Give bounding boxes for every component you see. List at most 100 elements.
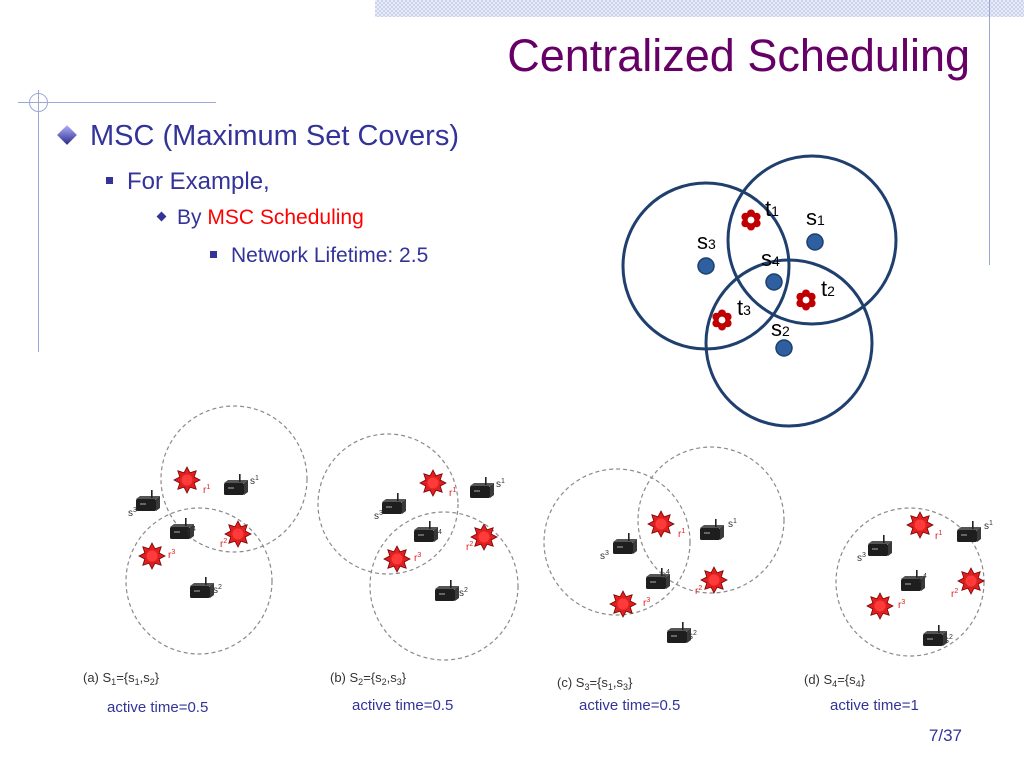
fig-label-s1: s1 [496, 478, 505, 490]
fig-label-r3: r3 [168, 549, 175, 561]
target-r1-icon [419, 469, 447, 497]
bullet-level-3: By MSC Scheduling [156, 206, 364, 230]
square-bullet-icon [210, 250, 217, 258]
cover-set-figures: s1 s2 s3 s4 r1 r2 r3 s1 s2 s3 s4 r1 r2 r… [83, 405, 993, 716]
target-r2-icon [224, 520, 252, 548]
target-r2-icon [957, 567, 985, 595]
fig-label-r2: r2 [695, 585, 702, 597]
target-t3-icon [712, 309, 732, 331]
small-diamond-bullet-icon [156, 211, 167, 222]
caption-a: (a) S1={s1,s2} [83, 670, 160, 687]
figure-b: s1 s2 s3 s4 r1 r2 r3 [317, 433, 519, 661]
figure-a: s1 s2 s3 s4 r1 r2 r3 [125, 405, 308, 655]
bullet-text-msc: MSC (Maximum Set Covers) [90, 120, 459, 152]
fig-label-s4: s4 [187, 526, 196, 538]
range-circle-b-s3 [317, 433, 459, 575]
label-s1: s1 [806, 205, 825, 230]
bullet-text-msc-scheduling: MSC Scheduling [207, 206, 364, 229]
label-t2: t2 [821, 276, 835, 301]
range-circle-a-s2 [125, 507, 273, 655]
target-r2-icon [470, 523, 498, 551]
figure-d: s1 s2 s3 s4 r1 r2 r3 [835, 507, 993, 657]
sensor-node-s2 [775, 339, 793, 357]
label-s3: s3 [697, 229, 716, 254]
sensor-device-s1-icon [700, 519, 724, 540]
caption-d: (d) S4={s4} [804, 672, 866, 689]
fig-label-s1: s1 [250, 475, 259, 487]
fig-label-r1: r1 [449, 487, 456, 499]
fig-label-r1: r1 [678, 528, 685, 540]
target-r3-icon [866, 592, 894, 620]
label-s2: s2 [771, 316, 790, 341]
fig-label-s2: s2 [944, 634, 953, 646]
fig-label-s2: s2 [459, 587, 468, 599]
fig-label-s4: s4 [433, 529, 442, 541]
fig-label-r3: r3 [414, 552, 421, 564]
fig-label-r1: r1 [935, 530, 942, 542]
label-s4: s4 [761, 246, 780, 271]
fig-label-s4: s4 [661, 569, 670, 581]
sensor-device-s1-icon [224, 474, 248, 495]
fig-label-s2: s2 [213, 584, 222, 596]
caption-c: (c) S3={s1,s3} [557, 675, 633, 692]
label-t3: t3 [737, 295, 751, 320]
fig-label-r2: r2 [466, 541, 473, 553]
sensor-node-s3 [697, 257, 715, 275]
sensor-node-s4 [765, 273, 783, 291]
bullet-text-lifetime: Network Lifetime: 2.5 [231, 244, 429, 267]
range-circle-d-s4 [835, 507, 985, 657]
fig-label-s3: s3 [128, 507, 137, 519]
bullet-text-example: For Example, [127, 168, 270, 195]
target-r2-icon [700, 566, 728, 594]
label-t1: t1 [765, 196, 779, 221]
fig-label-s4: s4 [918, 573, 927, 585]
active-time-b: active time=0.5 [352, 697, 453, 714]
bullet-level-4: Network Lifetime: 2.5 [210, 244, 428, 268]
sensor-range-circle-s2 [704, 258, 874, 428]
sensor-device-s3-icon [613, 533, 637, 554]
target-r1-icon [647, 510, 675, 538]
fig-label-r2: r2 [951, 588, 958, 600]
sensor-device-s3-icon [136, 490, 160, 511]
right-vertical-rule [989, 0, 990, 265]
fig-label-s2: s2 [688, 630, 697, 642]
range-circle-c-s1 [637, 446, 785, 594]
sensor-device-s2-icon [435, 580, 459, 601]
fig-label-r3: r3 [898, 599, 905, 611]
fig-label-s3: s3 [374, 510, 383, 522]
fig-label-s1: s1 [984, 520, 993, 532]
target-r3-icon [138, 542, 166, 570]
target-r3-icon [609, 590, 637, 618]
bullet-text-by: By [177, 206, 208, 229]
sensor-range-circle-s1 [726, 154, 898, 326]
target-t1-icon [741, 209, 761, 231]
coverage-diagram: t1 t2 t3 s1 s2 s3 s4 [621, 154, 898, 428]
sensor-device-s3-icon [382, 493, 406, 514]
sensor-node-s1 [806, 233, 824, 251]
figure-c: s1 s2 s3 s4 r1 r2 r3 [543, 446, 785, 643]
active-time-d: active time=1 [830, 697, 919, 714]
fig-label-r2: r2 [220, 538, 227, 550]
diamond-bullet-icon [57, 125, 77, 146]
range-circle-a-s1 [160, 405, 308, 553]
left-vertical-rule [38, 90, 39, 352]
bullet-level-1: MSC (Maximum Set Covers) [56, 120, 459, 153]
fig-label-s1: s1 [728, 518, 737, 530]
active-time-c: active time=0.5 [579, 697, 680, 714]
sensor-device-s3-icon [868, 535, 892, 556]
square-bullet-icon [106, 177, 113, 185]
target-r1-icon [906, 511, 934, 539]
target-t2-icon [796, 289, 816, 311]
target-r1-icon [173, 466, 201, 494]
sensor-device-s2-icon [190, 577, 214, 598]
active-time-a: active time=0.5 [107, 699, 208, 716]
target-r3-icon [383, 545, 411, 573]
corner-ring [29, 93, 48, 112]
left-horizontal-rule [18, 102, 216, 103]
slide-title: Centralized Scheduling [507, 30, 970, 81]
bullet-level-2: For Example, [106, 168, 270, 196]
fig-label-r1: r1 [203, 484, 210, 496]
fig-label-r3: r3 [643, 597, 650, 609]
page-number: 7/37 [928, 726, 962, 745]
range-circle-c-s3 [543, 468, 691, 616]
